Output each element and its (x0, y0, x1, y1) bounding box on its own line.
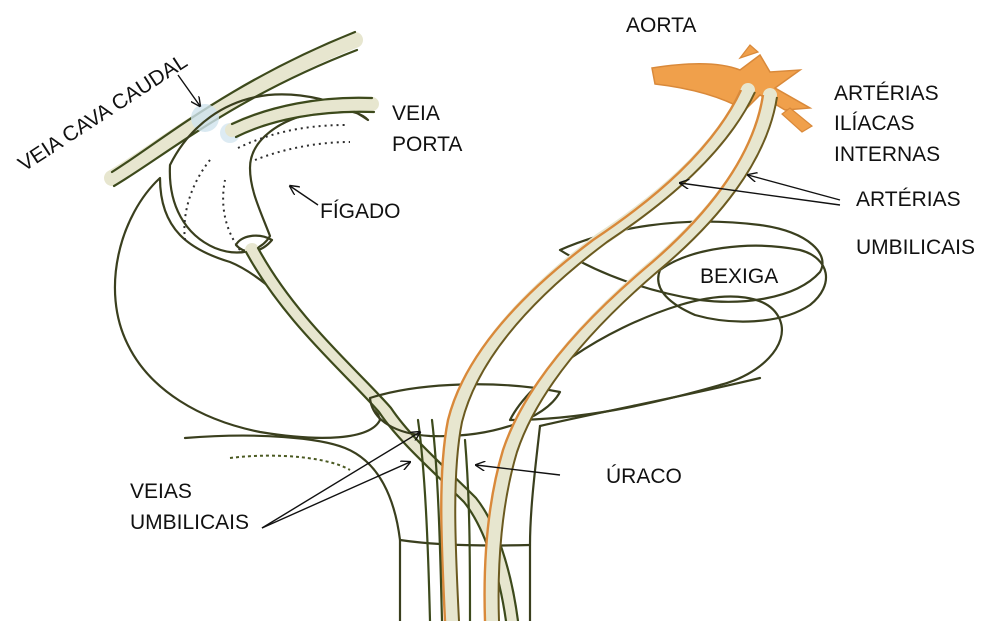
label-arterias-umbilicais-line2: UMBILICAIS (856, 236, 975, 259)
label-arterias-iliacas-line3: INTERNAS (834, 143, 940, 166)
label-uraco: ÚRACO (606, 465, 682, 488)
label-veia-porta-line1: VEIA (392, 102, 440, 125)
label-veias-umbilicais-line1: VEIAS (130, 480, 192, 503)
label-veia-cava-caudal: VEIA CAVA CAUDAL (14, 50, 191, 176)
label-arterias-iliacas-line1: ARTÉRIAS (834, 82, 939, 105)
label-figado: FÍGADO (320, 200, 401, 223)
label-arterias-umbilicais-line1: ARTÉRIAS (856, 188, 961, 211)
umbilical-artery-2 (485, 95, 777, 621)
label-aorta: AORTA (626, 14, 696, 37)
label-veia-porta-line2: PORTA (392, 133, 462, 156)
label-arterias-iliacas-line2: ILÍACAS (834, 112, 915, 135)
label-veias-umbilicais-line2: UMBILICAIS (130, 511, 249, 534)
label-bexiga: BEXIGA (700, 265, 778, 288)
